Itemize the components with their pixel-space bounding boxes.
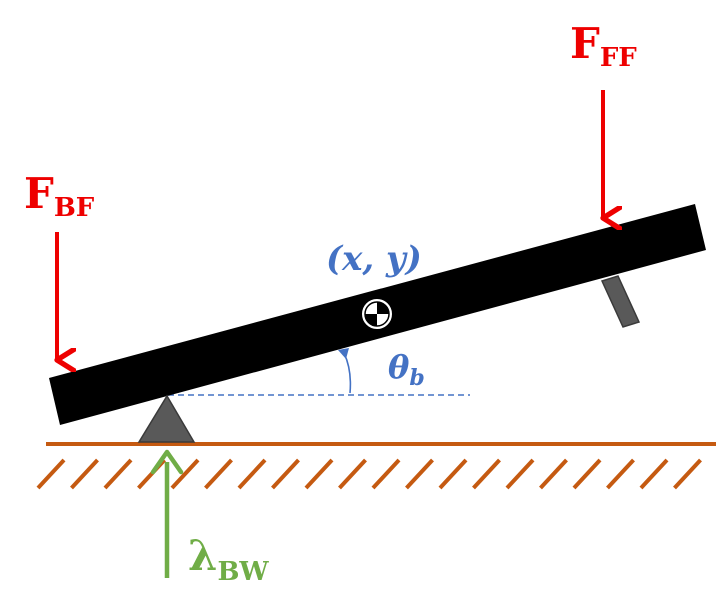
ground-hatch-mark (539, 458, 568, 490)
ground-hatch-mark (338, 458, 367, 490)
ground-hatch-mark (472, 458, 501, 490)
ground-hatch-mark (70, 458, 99, 490)
cg-position-label: (x, y) (326, 239, 422, 279)
pitch-angle-arc (343, 352, 352, 394)
ground-hatch-mark (304, 458, 334, 490)
wall-reaction-subscript: BW (217, 557, 269, 587)
ground-hatch-mark (639, 458, 669, 490)
ground-hatch-mark (170, 458, 200, 490)
back-force-symbol: F (24, 169, 54, 218)
back-force-label: FBF (24, 169, 95, 223)
center-of-gravity-icon (362, 299, 392, 329)
back-force-subscript: BF (54, 193, 95, 223)
wall-reaction-label: λBW (188, 531, 269, 587)
pitch-angle-label: θb (388, 348, 425, 391)
pitch-angle-symbol: θ (388, 348, 410, 386)
pitch-angle-arrowhead (338, 348, 349, 359)
ground-hatch-mark (371, 458, 401, 490)
ground-hatch-mark (572, 458, 602, 490)
ground-hatch-mark (103, 458, 133, 490)
ground-hatch-mark (673, 458, 702, 490)
wall-reaction-arrowhead (150, 449, 184, 475)
ground-hatching (36, 458, 702, 490)
ground-hatch-mark (237, 458, 267, 490)
front-force-subscript: FF (600, 43, 637, 73)
pitch-angle-subscript: b (409, 365, 424, 391)
triangle-pivot-icon (137, 394, 196, 443)
beam-foot (600, 275, 641, 328)
ground-hatch-mark (204, 458, 233, 490)
front-force-label: FFF (570, 19, 637, 73)
ground-hatch-mark (36, 458, 66, 490)
ground-hatch-mark (405, 458, 434, 490)
front-force-symbol: F (570, 19, 600, 68)
ground-hatch-mark (438, 458, 468, 490)
ground-hatch-mark (271, 458, 300, 490)
ground-hatch-mark (505, 458, 535, 490)
ground-hatch-mark (606, 458, 635, 490)
wall-reaction-symbol: λ (188, 531, 217, 580)
